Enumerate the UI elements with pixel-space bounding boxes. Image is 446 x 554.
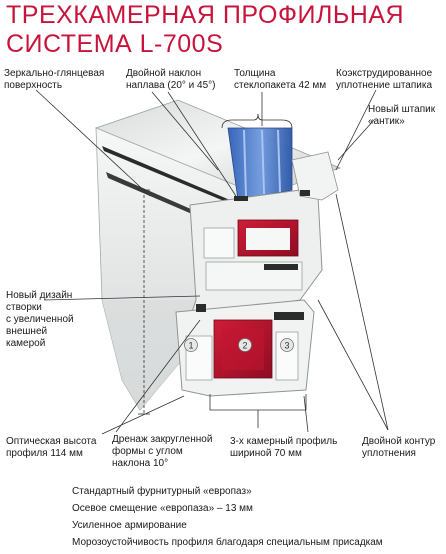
feature-item: Осевое смещение «европаза» – 13 мм: [72, 503, 253, 514]
label-glass-line-1: Толщина: [234, 68, 276, 79]
label-sash-line-5: камерой: [6, 338, 46, 349]
label-drain-line-3: наклона 10°: [112, 458, 169, 469]
label-three-chamber: 3-х камерный профиль шириной 70 мм: [230, 436, 337, 460]
label-mirror-surface: Зеркально-глянцевая поверхность: [4, 68, 104, 92]
label-double-slope: Двойной наклон наплава (20° и 45°): [126, 68, 215, 92]
label-sash-design: Новый дизайн створки с увеличенной внешн…: [6, 290, 74, 350]
feature-item: Усиленное армирование: [72, 520, 187, 531]
label-drain-line-1: Дренаж закругленной: [112, 434, 213, 445]
page-title-line-1: ТРЕХКАМЕРНАЯ ПРОФИЛЬНАЯ: [6, 1, 405, 29]
chamber-1-number: 1: [188, 341, 193, 351]
leader-lines: [35, 89, 389, 435]
label-slope-line-2: наплава (20° и 45°): [126, 80, 216, 91]
label-glass-line-2: стеклопакета 42 мм: [234, 80, 327, 91]
label-height-line-1: Оптическая высота: [6, 436, 97, 447]
label-sash-line-3: с увеличенной: [6, 314, 74, 325]
feature-item: Морозоустойчивость профиля благодаря спе…: [72, 537, 383, 548]
glass-unit: [227, 127, 293, 201]
chamber-3-number: 3: [284, 341, 289, 351]
label-contour-line-1: Двойной контур: [362, 436, 436, 447]
chamber-upper: [203, 227, 235, 259]
label-sash-line-2: створки: [6, 302, 42, 313]
width-bracket: [209, 394, 307, 411]
page-title-line-2: СИСТЕМА L-700S: [6, 30, 224, 58]
label-mirror-line-2: поверхность: [4, 80, 63, 91]
label-double-contour: Двойной контур уплотнения: [362, 436, 435, 460]
label-new-bead: Новый штапик «антик»: [368, 104, 435, 128]
label-bead-line-1: Новый штапик: [368, 104, 436, 115]
label-chamber-line-2: шириной 70 мм: [230, 448, 302, 459]
chamber-2-number: 2: [242, 341, 247, 351]
label-chamber-line-1: 3-х камерный профиль: [230, 436, 338, 447]
label-contour-line-2: уплотнения: [362, 448, 416, 459]
label-height-line-2: профиля 114 мм: [6, 448, 83, 459]
chamber-2-marker: [238, 338, 252, 352]
label-coex-line-1: Коэкструдированное: [336, 68, 433, 79]
label-bead-line-2: «антик»: [368, 116, 405, 127]
glazing-bead: [291, 151, 339, 201]
label-optical-height: Оптическая высота профиля 114 мм: [6, 436, 96, 460]
label-coex-line-2: уплотнение штапика: [336, 80, 433, 91]
label-glass-thickness: Толщина стеклопакета 42 мм: [234, 68, 326, 92]
label-sash-line-4: внешней: [6, 326, 48, 337]
label-drainage: Дренаж закругленной формы с углом наклон…: [112, 434, 212, 470]
label-drain-line-2: формы с углом: [112, 446, 183, 457]
chamber-1-marker: [184, 338, 198, 352]
feature-item: Стандартный фурнитурный «европаз»: [72, 486, 252, 497]
label-coex-seal: Коэкструдированное уплотнение штапика: [336, 68, 432, 92]
label-slope-line-1: Двойной наклон: [126, 68, 202, 79]
chamber-3-marker: [280, 338, 294, 352]
gasket-stripe: [102, 146, 236, 206]
glass-bracket: [221, 113, 293, 129]
label-sash-line-1: Новый дизайн: [6, 290, 73, 301]
label-mirror-line-1: Зеркально-глянцевая: [4, 68, 105, 79]
